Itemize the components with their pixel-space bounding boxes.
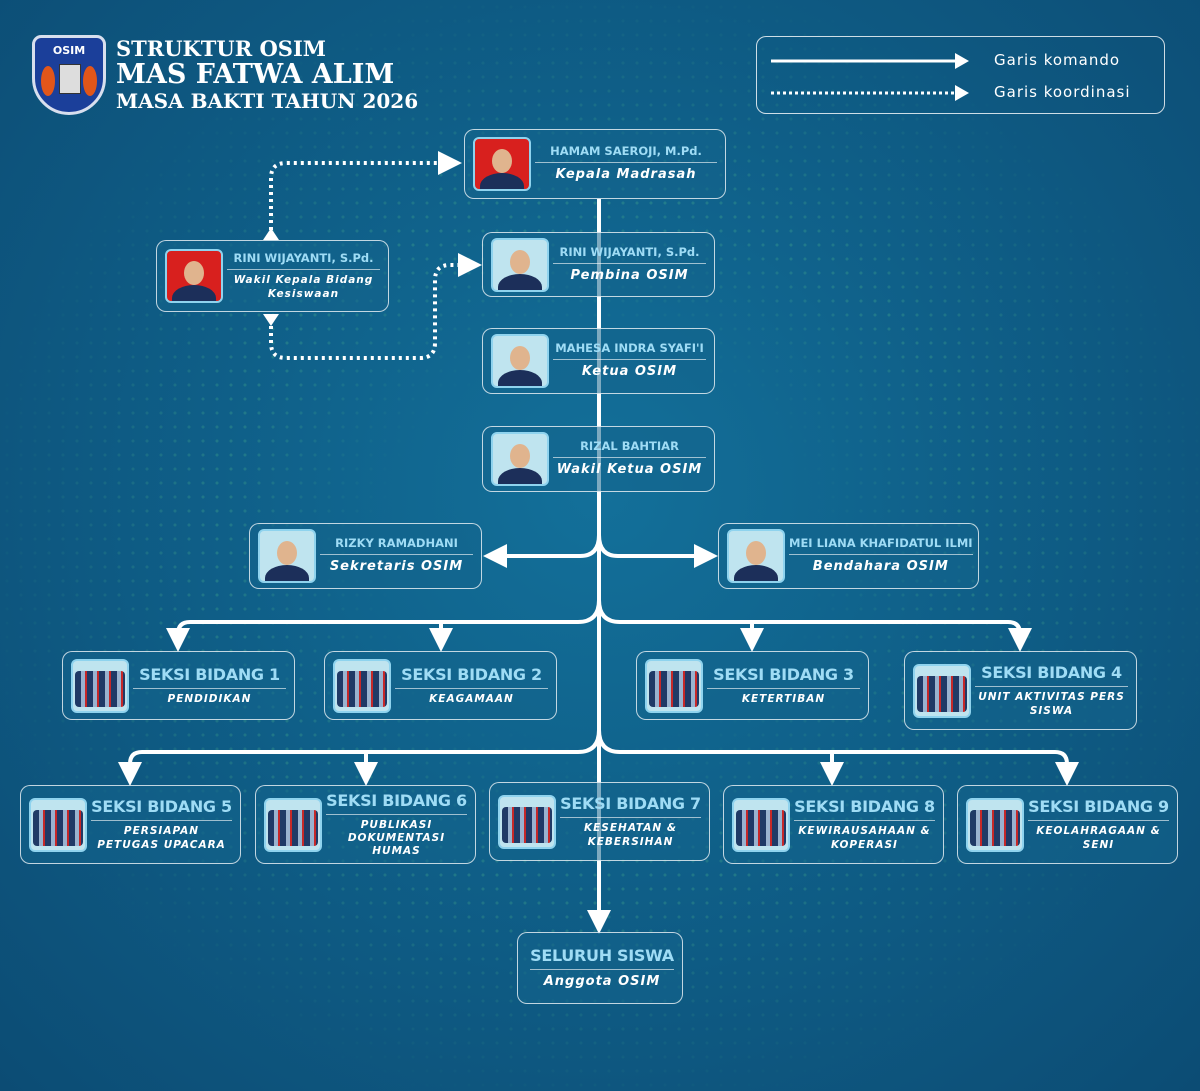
node-name: RIZAL BAHTIAR xyxy=(553,439,706,459)
node-role: PERSIAPAN PETUGAS UPACARA xyxy=(97,825,226,851)
group-photo xyxy=(913,663,971,718)
node-role: KEOLAHRAGAAN & SENI xyxy=(1036,825,1161,851)
node-role: Anggota OSIM xyxy=(543,973,661,989)
node-role: Wakil Ketua OSIM xyxy=(556,462,703,478)
node-role: Wakil Kepala Bidang Kesiswaan xyxy=(233,274,374,300)
org-node-siswa: SELURUH SISWA Anggota OSIM xyxy=(517,932,683,1004)
org-node-wakil: RIZAL BAHTIAR Wakil Ketua OSIM xyxy=(482,426,715,492)
node-name: SEKSI BIDANG 9 xyxy=(1028,797,1169,822)
node-role: Kepala Madrasah xyxy=(555,167,697,183)
org-node-bendahara: MEI LIANA KHAFIDATUL ILMI Bendahara OSIM xyxy=(718,523,979,589)
org-node-ketua: MAHESA INDRA SYAFI'I Ketua OSIM xyxy=(482,328,715,394)
member-photo xyxy=(491,432,549,486)
org-node-s4: SEKSI BIDANG 4 UNIT AKTIVITAS PERS SISWA xyxy=(904,651,1137,730)
group-photo xyxy=(29,797,87,852)
member-photo xyxy=(165,249,223,303)
org-node-s9: SEKSI BIDANG 9 KEOLAHRAGAAN & SENI xyxy=(957,785,1178,864)
node-name: HAMAM SAEROJI, M.Pd. xyxy=(535,144,717,164)
legend-command-label: Garis komando xyxy=(994,51,1121,69)
node-name: SEKSI BIDANG 7 xyxy=(560,794,701,819)
legend-lines xyxy=(771,53,969,101)
node-role: Bendahara OSIM xyxy=(812,559,949,575)
node-name: SEKSI BIDANG 4 xyxy=(975,663,1128,688)
node-role: PENDIDIKAN xyxy=(167,692,252,705)
node-name: RINI WIJAYANTI, S.Pd. xyxy=(553,245,706,264)
org-node-s5: SEKSI BIDANG 5 PERSIAPAN PETUGAS UPACARA xyxy=(20,785,241,864)
node-role: KETERTIBAN xyxy=(741,692,826,705)
page-title: STRUKTUR OSIM MAS FATWA ALIM MASA BAKTI … xyxy=(116,37,418,112)
group-photo xyxy=(732,797,790,852)
member-photo xyxy=(491,237,549,292)
org-node-s7: SEKSI BIDANG 7 KESEHATAN & KEBERSIHAN xyxy=(489,782,710,861)
node-name: SEKSI BIDANG 3 xyxy=(707,665,860,689)
group-photo xyxy=(966,797,1024,852)
node-role: KEAGAMAAN xyxy=(429,692,514,705)
legend: Garis komando Garis koordinasi xyxy=(756,36,1165,114)
org-node-kepala: HAMAM SAEROJI, M.Pd. Kepala Madrasah xyxy=(464,129,726,199)
node-role: Ketua OSIM xyxy=(581,364,678,380)
node-role: KESEHATAN & KEBERSIHAN xyxy=(583,822,678,848)
group-photo xyxy=(498,794,556,849)
node-role: KEWIRAUSAHAAN & KOPERASI xyxy=(798,825,931,851)
node-name: SEKSI BIDANG 8 xyxy=(794,797,935,822)
legend-coordination-label: Garis koordinasi xyxy=(994,83,1131,101)
member-photo xyxy=(473,137,531,191)
group-photo xyxy=(264,797,322,852)
org-node-s2: SEKSI BIDANG 2 KEAGAMAAN xyxy=(324,651,557,720)
node-name: SEKSI BIDANG 6 xyxy=(326,791,467,815)
node-name: SELURUH SISWA xyxy=(530,946,674,970)
member-photo xyxy=(727,529,785,583)
org-node-s8: SEKSI BIDANG 8 KEWIRAUSAHAAN & KOPERASI xyxy=(723,785,944,864)
group-photo xyxy=(71,658,129,713)
node-name: RIZKY RAMADHANI xyxy=(320,536,473,556)
org-node-pembina: RINI WIJAYANTI, S.Pd. Pembina OSIM xyxy=(482,232,715,297)
org-node-s1: SEKSI BIDANG 1 PENDIDIKAN xyxy=(62,651,295,720)
group-photo xyxy=(333,658,391,713)
node-name: SEKSI BIDANG 5 xyxy=(91,797,232,822)
node-role: Sekretaris OSIM xyxy=(329,559,464,575)
node-name: SEKSI BIDANG 1 xyxy=(133,665,286,689)
org-node-s6: SEKSI BIDANG 6 PUBLIKASI DOKUMENTASI HUM… xyxy=(255,785,476,864)
node-role: UNIT AKTIVITAS PERS SISWA xyxy=(978,691,1125,717)
node-role: Pembina OSIM xyxy=(570,267,689,283)
member-photo xyxy=(491,334,549,388)
osim-logo: OSIM xyxy=(32,35,106,115)
title-line-1: STRUKTUR OSIM xyxy=(116,36,327,61)
node-name: MEI LIANA KHAFIDATUL ILMI xyxy=(789,536,973,556)
node-name: MAHESA INDRA SYAFI'I xyxy=(553,341,706,361)
member-photo xyxy=(258,529,316,583)
title-line-2: MAS FATWA ALIM xyxy=(116,59,395,91)
org-node-sekretaris: RIZKY RAMADHANI Sekretaris OSIM xyxy=(249,523,482,589)
logo-text: OSIM xyxy=(52,44,86,57)
org-node-s3: SEKSI BIDANG 3 KETERTIBAN xyxy=(636,651,869,720)
org-node-wakasek: RINI WIJAYANTI, S.Pd. Wakil Kepala Bidan… xyxy=(156,240,389,312)
title-line-3: MASA BAKTI TAHUN 2026 xyxy=(116,88,419,113)
node-name: RINI WIJAYANTI, S.Pd. xyxy=(227,251,380,271)
node-role: PUBLIKASI DOKUMENTASI HUMAS xyxy=(347,818,446,858)
node-name: SEKSI BIDANG 2 xyxy=(395,665,548,689)
group-photo xyxy=(645,658,703,713)
